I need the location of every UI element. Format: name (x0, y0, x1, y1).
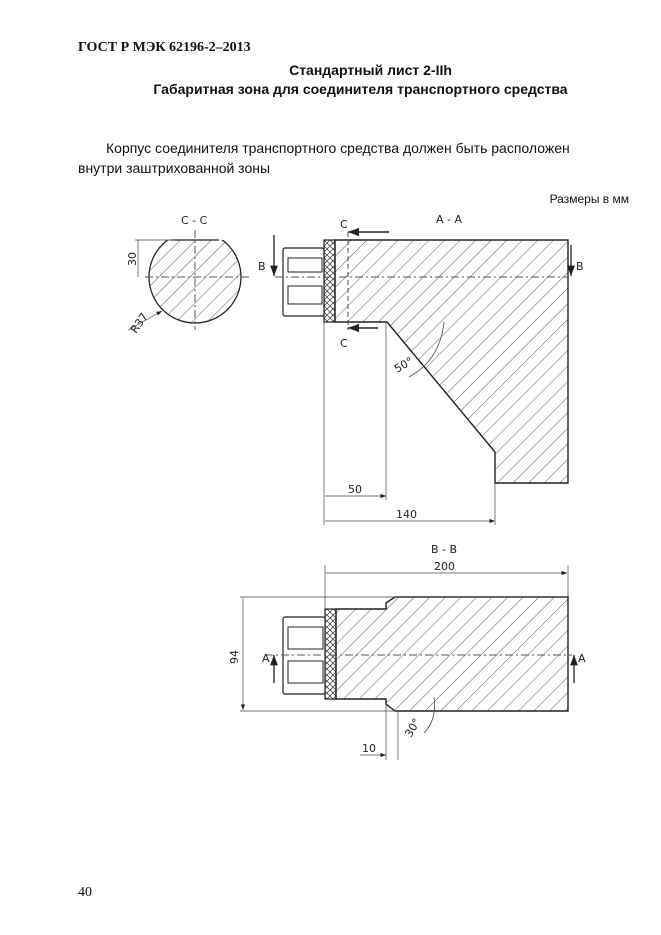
cut-b-right: B (576, 260, 584, 273)
dim-50: 50 (348, 483, 362, 496)
sheet-title: Стандартный лист 2-IIh (289, 62, 452, 78)
paragraph-line-2: внутри заштрихованной зоны (78, 160, 271, 176)
dim-94: 94 (228, 650, 241, 664)
section-aa-label: A - A (436, 213, 462, 226)
dim-200: 200 (434, 560, 455, 573)
sheet-subtitle: Габаритная зона для соединителя транспор… (153, 81, 568, 97)
section-bb: B - B 200 94 10 30° A A (228, 543, 586, 760)
section-cc: C - C 30 R37 (126, 214, 250, 336)
standard-number: ГОСТ Р МЭК 62196-2–2013 (78, 40, 251, 55)
dimensions-note: Размеры в мм (549, 192, 629, 206)
dim-r37: R37 (128, 311, 151, 336)
page-number: 40 (78, 885, 92, 900)
cut-c-bottom: C (340, 337, 348, 350)
cut-b-left: B (258, 260, 266, 273)
paragraph-line-1: Корпус соединителя транспортного средств… (106, 140, 570, 156)
section-cc-label: C - C (181, 214, 208, 227)
angle-30: 30° (402, 716, 423, 739)
dim-140: 140 (396, 508, 417, 521)
dim-30: 30 (126, 252, 139, 266)
section-bb-label: B - B (431, 543, 457, 556)
section-aa: A - A C C B B 50° 50 140 (258, 213, 584, 525)
dim-10: 10 (362, 742, 376, 755)
cut-a-right: A (578, 652, 586, 665)
cut-c-top: C (340, 218, 348, 231)
angle-50: 50° (392, 355, 415, 376)
cut-a-left: A (262, 652, 270, 665)
